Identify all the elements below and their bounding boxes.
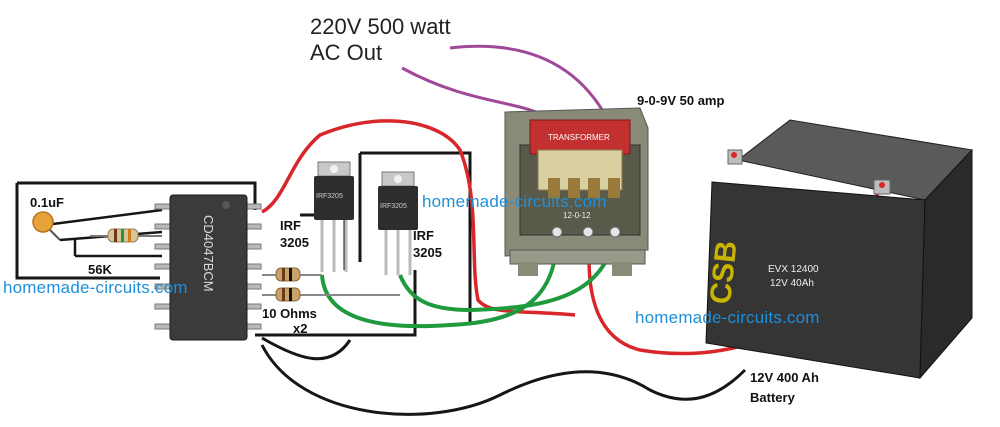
ac-output-label-line1: 220V 500 watt	[310, 14, 451, 39]
battery	[705, 119, 974, 380]
transformer-plate: TRANSFORMER	[548, 133, 610, 142]
watermark-left: homemade-circuits.com	[3, 278, 188, 297]
resistor-56k-label: 56K	[88, 262, 112, 277]
battery-label-line1: 12V 400 Ah	[750, 370, 819, 385]
gate-resistor-label-line1: 10 Ohms	[262, 306, 317, 321]
mosfet-2-marking: IRF3205	[380, 203, 407, 210]
battery-label-line2: Battery	[750, 390, 795, 405]
capacitor	[32, 208, 163, 242]
mosfet-1-marking: IRF3205	[316, 193, 343, 200]
transformer-winding: 12-0-12	[563, 211, 591, 220]
mosfet-2	[378, 171, 418, 275]
watermark-right: homemade-circuits.com	[635, 308, 820, 327]
cd4047-ic	[154, 194, 262, 341]
ic-marking: CD4047BCM	[201, 215, 216, 292]
battery-brand: CSB	[704, 239, 743, 305]
battery-model-1: EVX 12400	[768, 264, 819, 275]
mosfet-1	[314, 161, 354, 272]
battery-model-2: 12V 40Ah	[770, 278, 814, 289]
mosfet-1-label-line2: 3205	[280, 235, 309, 250]
resistor-56k	[73, 228, 162, 258]
ac-output-label-line2: AC Out	[310, 40, 383, 65]
ac-output-wire	[401, 44, 609, 120]
transformer-rating-label: 9-0-9V 50 amp	[637, 93, 725, 108]
gate-resistor-label-line2: x2	[293, 321, 308, 336]
watermark-top: homemade-circuits.com	[422, 192, 607, 211]
green-wires	[320, 237, 617, 329]
mosfet-2-label-line2: 3205	[413, 245, 442, 260]
transformer	[504, 107, 649, 276]
mosfet-2-label-line1: IRF	[413, 228, 434, 243]
mosfet-1-label-line1: IRF	[280, 218, 301, 233]
gate-resistors	[262, 267, 400, 302]
capacitor-label: 0.1uF	[30, 195, 64, 210]
